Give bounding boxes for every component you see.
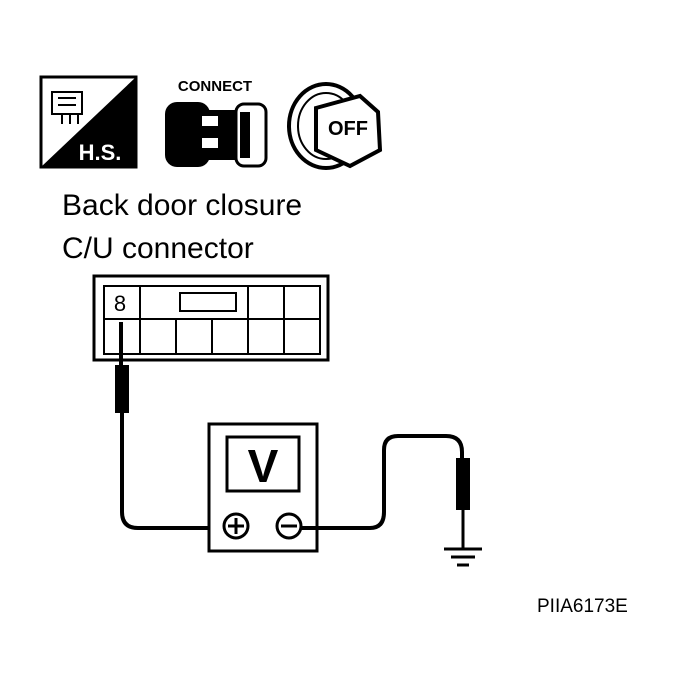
harness-side-icon: H.S. [39,75,138,169]
connect-icon: CONNECT [165,78,268,168]
probe-positive [115,322,222,530]
probe-negative [301,434,470,548]
off-label: OFF [328,118,368,140]
connector-title-line1: Back door closure [62,189,303,222]
ignition-key-icon: OFF [287,82,383,170]
ground-icon [444,547,482,567]
meter-label: V [248,440,279,492]
voltmeter: V [207,422,319,553]
connector: 8 [92,274,330,362]
hs-label: H.S. [79,140,122,165]
connector-title-line2: C/U connector [62,232,254,265]
connect-label: CONNECT [178,78,252,95]
figure-code: PIIA6173E [537,596,628,617]
pin-label: 8 [114,291,126,316]
